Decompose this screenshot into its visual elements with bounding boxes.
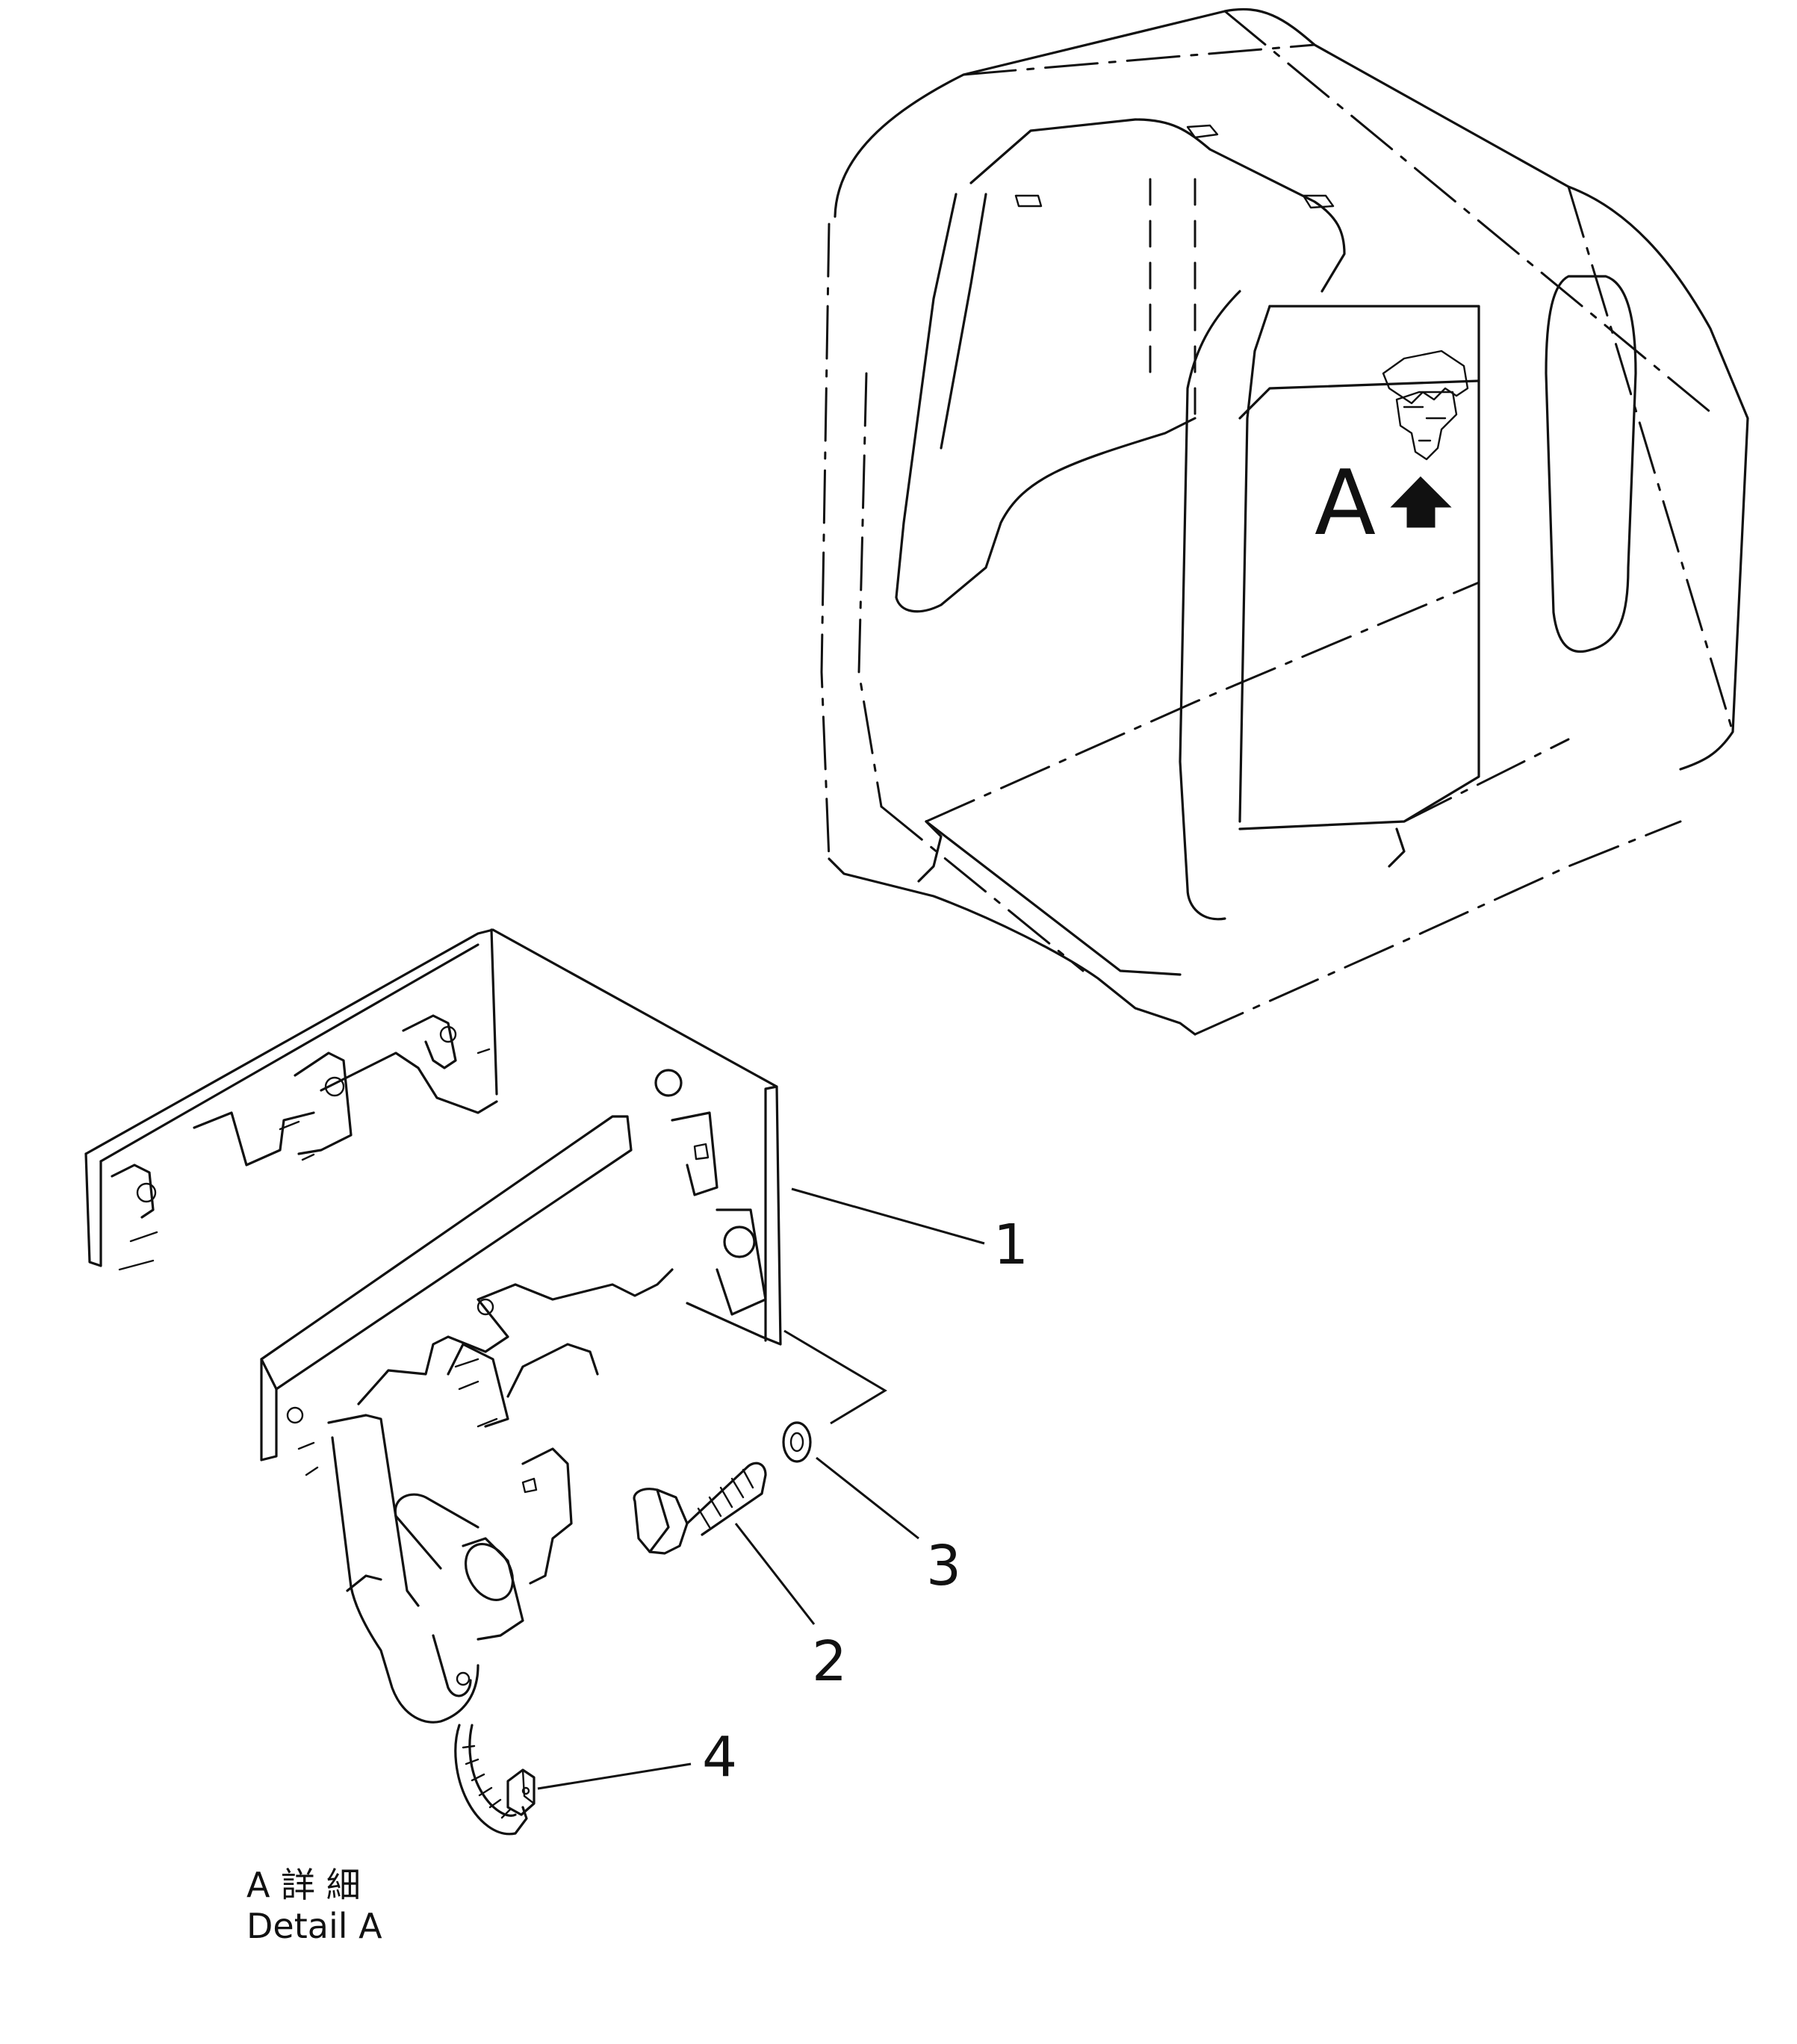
callout-2: 2 (812, 1630, 847, 1694)
callout-4: 4 (702, 1725, 737, 1789)
leader-lines (537, 1187, 985, 1790)
clamp-part-4 (454, 1724, 536, 1836)
bracket-location-icon (1382, 350, 1469, 461)
operator-cab: A (820, 7, 1749, 1036)
bolt-part-2 (633, 1461, 767, 1555)
view-label: A (1315, 452, 1376, 556)
caption-english: Detail A (246, 1906, 382, 1946)
view-arrow-icon (1390, 476, 1452, 528)
bracket-part-1 (84, 928, 782, 1724)
callout-1: 1 (993, 1213, 1028, 1277)
callout-3: 3 (926, 1534, 961, 1598)
washer-part-3 (782, 1421, 812, 1463)
caption-japanese: A 詳 細 (246, 1865, 361, 1905)
